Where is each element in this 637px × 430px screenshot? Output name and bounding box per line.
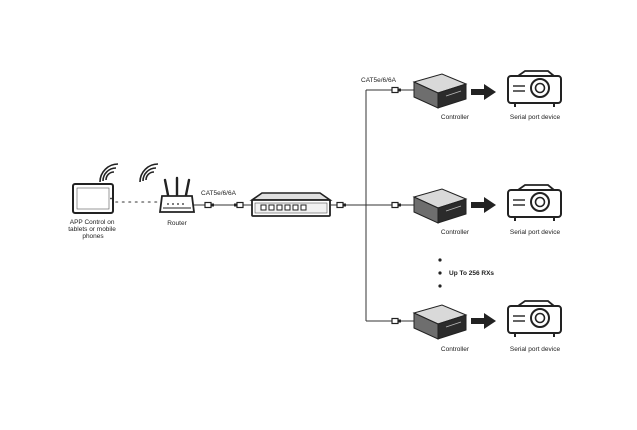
rj45-connector-icon xyxy=(391,201,401,209)
projector-icon xyxy=(507,300,562,337)
controller-label: Controller xyxy=(441,346,470,353)
controller-box-icon xyxy=(412,188,468,224)
rj45-connector-icon xyxy=(234,201,244,209)
app-control-label: APP Control on tablets or mobile phones xyxy=(68,219,118,240)
controller-box-icon xyxy=(412,304,468,340)
controller-label: Controller xyxy=(441,229,470,236)
rj45-connector-icon xyxy=(336,201,346,209)
serial-device-label: Serial port device xyxy=(510,114,561,121)
router-label: Router xyxy=(167,220,187,227)
router-icon xyxy=(158,176,196,213)
rj45-connector-icon xyxy=(391,317,401,325)
more-receivers-dots xyxy=(438,258,442,288)
tablet-icon xyxy=(72,183,114,214)
arrow-right-icon xyxy=(471,313,496,329)
network-switch-icon xyxy=(249,192,333,217)
rj45-connector-icon xyxy=(391,86,401,94)
controller-box-icon xyxy=(412,73,468,109)
projector-icon xyxy=(507,184,562,221)
serial-device-label: Serial port device xyxy=(510,229,561,236)
serial-device-label: Serial port device xyxy=(510,346,561,353)
cable-type-label: CAT5e/6/6A xyxy=(361,77,397,84)
controller-label: Controller xyxy=(441,114,470,121)
projector-icon xyxy=(507,70,562,107)
arrow-right-icon xyxy=(471,197,496,213)
receiver-limit-label: Up To 256 RXs xyxy=(449,270,494,277)
wifi-icon xyxy=(139,163,159,183)
cable-type-label: CAT5e/6/6A xyxy=(201,190,237,197)
wifi-icon xyxy=(99,163,119,183)
arrow-right-icon xyxy=(471,84,496,100)
rj45-connector-icon xyxy=(204,201,214,209)
